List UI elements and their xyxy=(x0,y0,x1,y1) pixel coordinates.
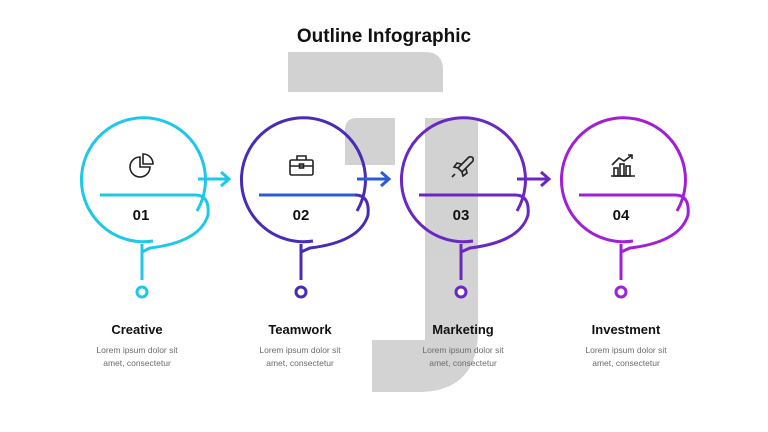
step-hook xyxy=(141,193,210,254)
step-02: 02 xyxy=(239,116,392,299)
step-description: Lorem ipsum dolor sit amet, consectetur xyxy=(57,344,217,370)
step-label-marketing: Marketing xyxy=(432,322,494,337)
desc-line: amet, consectetur xyxy=(266,358,334,368)
step-ring xyxy=(239,116,367,280)
pie-chart-icon xyxy=(129,153,154,178)
step-ring xyxy=(559,116,687,280)
step-label-teamwork: Teamwork xyxy=(268,322,332,337)
step-number: 03 xyxy=(453,207,470,224)
step-number: 04 xyxy=(613,207,630,224)
rocket-icon xyxy=(451,156,474,178)
step-description: Lorem ipsum dolor sit amet, consectetur xyxy=(383,344,543,370)
step-hook xyxy=(620,193,690,254)
desc-line: amet, consectetur xyxy=(103,358,171,368)
page-title: Outline Infographic xyxy=(296,26,472,47)
arrow-2 xyxy=(357,170,392,188)
step-node xyxy=(135,285,149,299)
desc-line: Lorem ipsum dolor sit xyxy=(585,345,667,355)
step-label-investment: Investment xyxy=(591,322,661,337)
desc-line: Lorem ipsum dolor sit xyxy=(422,345,504,355)
step-hook xyxy=(300,193,370,254)
desc-line: amet, consectetur xyxy=(592,358,660,368)
step-hook xyxy=(460,193,530,254)
step-node xyxy=(614,285,628,299)
step-03: 03 xyxy=(399,116,552,299)
step-number: 02 xyxy=(293,207,310,224)
briefcase-icon xyxy=(289,155,314,176)
bar-chart-growth-icon xyxy=(611,154,635,177)
step-label-creative: Creative xyxy=(111,322,163,337)
step-description: Lorem ipsum dolor sit amet, consectetur xyxy=(546,344,706,370)
step-04: 04 xyxy=(559,116,690,299)
arrow-3 xyxy=(517,170,552,188)
desc-line: Lorem ipsum dolor sit xyxy=(259,345,341,355)
desc-line: amet, consectetur xyxy=(429,358,497,368)
step-ring xyxy=(399,116,527,280)
arrow-1 xyxy=(198,170,232,188)
step-node xyxy=(294,285,308,299)
step-number: 01 xyxy=(133,207,150,224)
step-description: Lorem ipsum dolor sit amet, consectetur xyxy=(220,344,380,370)
step-node xyxy=(454,285,468,299)
step-ring xyxy=(79,116,207,280)
step-01: 01 xyxy=(79,116,232,299)
desc-line: Lorem ipsum dolor sit xyxy=(96,345,178,355)
